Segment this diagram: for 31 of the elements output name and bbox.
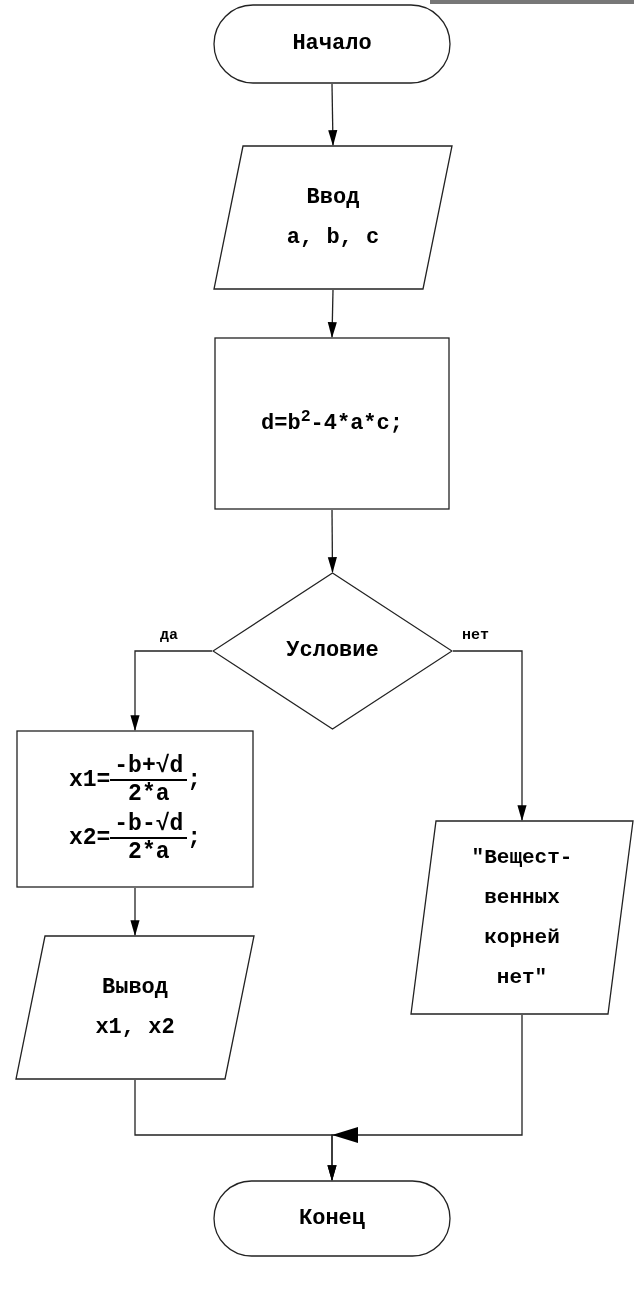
node-text: d=b$^{2}$-4*a*c; [261, 409, 403, 438]
numerator: -b+√d [113, 753, 185, 779]
process-box [214, 337, 450, 510]
node-text: Конец [299, 1204, 365, 1233]
node-text: Ввод [306, 184, 360, 212]
arrow [130, 650, 213, 732]
node-text: Вывод [102, 974, 168, 1002]
node-text: Начало [292, 30, 372, 58]
arrow [327, 289, 337, 339]
process-box [16, 730, 254, 888]
denominator: 2*a [128, 781, 170, 807]
input-output-parallelogram [213, 145, 453, 290]
node-text: x1, x2 [95, 1013, 175, 1041]
arrow [130, 887, 140, 937]
arrow [327, 1014, 523, 1182]
arrow [327, 509, 337, 574]
formula-lhs: x2= [68, 823, 111, 853]
arrow [452, 650, 527, 822]
denominator: 2*a [128, 839, 170, 865]
node-text: Условие [286, 637, 379, 665]
output-parallelogram [410, 820, 634, 1015]
arrow [328, 83, 338, 147]
semicolon: ; [187, 765, 202, 795]
input-output-parallelogram [15, 935, 255, 1080]
edge-label: да [160, 628, 178, 643]
node-text: a, b, c [286, 223, 380, 251]
node-text: "Вещест- венных корней нет" [470, 844, 574, 991]
numerator: -b-√d [113, 811, 185, 837]
formula-lhs: x1= [68, 765, 111, 795]
decision-diamond [212, 572, 453, 730]
semicolon: ; [187, 823, 202, 853]
